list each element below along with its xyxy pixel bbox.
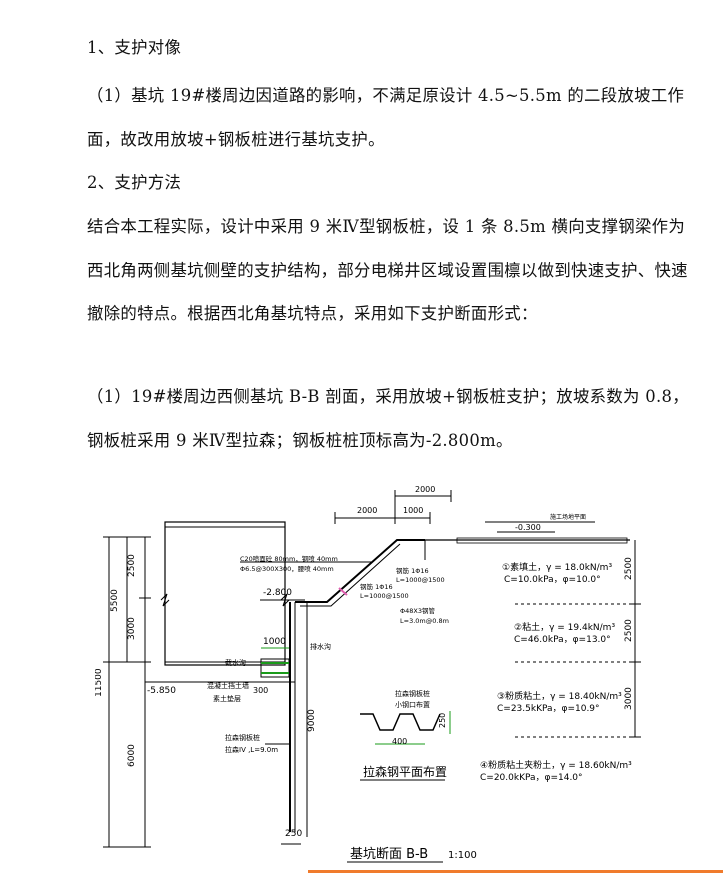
pipe-spacing: L=3.0m@0.8m [400, 617, 449, 625]
slope-line [295, 539, 425, 603]
slope-mesh-line [300, 543, 401, 607]
inset-dim-250: 250 [438, 713, 447, 728]
elev-minus-0300: -0.300 [515, 523, 541, 532]
inset-dim-400: 400 [392, 737, 407, 746]
figure-scale: 1:100 [448, 850, 477, 861]
right-dim-2500b: 2500 [624, 619, 634, 642]
inset-title-1: 拉森钢板桩 [395, 689, 430, 698]
right-dim-2500a: 2500 [624, 557, 634, 580]
pipe-label: Φ48X3钢管 [400, 606, 435, 615]
elev-minus-5850: -5.850 [147, 686, 176, 696]
break-symbol [160, 593, 170, 607]
drain-label: 排水沟 [310, 642, 331, 651]
building-outline [164, 521, 286, 666]
soil3-props: ③粉质粘土，γ = 18.40kN/m³ [497, 690, 622, 702]
drain-pipe-note: 截水沟 [225, 658, 246, 667]
dim-1000-ditch: 1000 [263, 637, 286, 647]
dim-2000-slope: 2000 [357, 506, 377, 515]
section-drawing-svg: 2500 3000 6000 5500 11500 -5.850 混凝土挡土墙 … [94, 485, 641, 863]
paragraph-support-method: 结合本工程实际，设计中采用 9 米Ⅳ型钢板桩，设 1 条 8.5m 横向支撑钢梁… [87, 217, 688, 324]
soil4-strength: C=20.0kKPa，φ=14.0° [480, 773, 583, 783]
dim-2000-top: 2000 [415, 485, 435, 494]
heading-support-object: 1、支护对像 [87, 38, 182, 57]
wall-note: 混凝土挡土墙 [207, 681, 249, 690]
right-dim-3000: 3000 [624, 687, 634, 710]
soil4-props: ④粉质粘土夹粉土，γ = 18.60kN/m³ [480, 759, 632, 771]
left-dim-6000: 6000 [127, 744, 137, 767]
sheet-pile-label-b: 拉森IV ,L=9.0m [225, 745, 278, 754]
figure-caption: 基坑断面 B-B [350, 847, 428, 862]
inset-title-2: 小钢口布置 [395, 700, 430, 709]
heading-support-method: 2、支护方法 [87, 173, 182, 192]
dim-300: 300 [253, 686, 268, 695]
section-drawing: 2500 3000 6000 5500 11500 -5.850 混凝土挡土墙 … [94, 482, 695, 871]
soil2-strength: C=46.0kPa，φ=13.0° [514, 635, 611, 645]
sheet-pile-label: 拉森钢板桩 [225, 733, 260, 742]
bottom-accent-rule [308, 870, 723, 873]
nail1-label: 钢筋 1Φ16 [396, 566, 429, 575]
road-slab [456, 537, 628, 544]
dim-250-pile: 250 [285, 829, 302, 839]
soil2-props: ②粘土，γ = 19.4kN/m³ [514, 621, 615, 633]
mesh-note-1: C20喷面砼 80mm，钢喷 40mm [240, 554, 338, 563]
soil3-strength: C=23.5kKPa，φ=10.9° [497, 704, 600, 714]
left-dim-3000: 3000 [127, 617, 137, 640]
cushion-note: 素土垫层 [213, 694, 241, 703]
soil1-props: ①素填土，γ = 18.0kN/m³ [502, 561, 612, 573]
inset-sheet-profile [360, 713, 441, 731]
left-dim-5500: 5500 [110, 589, 120, 612]
dim-1000-top: 1000 [403, 506, 423, 515]
soil1-strength: C=10.0kPa，φ=10.0° [504, 575, 601, 585]
mesh-note-2: Φ6.5@300X300，腰喷 40mm [240, 564, 334, 573]
left-dim-11500: 11500 [95, 668, 104, 697]
nail1-spacing: L=1000@1500 [396, 576, 445, 584]
inset-caption: 拉森钢平面布置 [363, 764, 447, 779]
dim-9000: 9000 [307, 709, 317, 732]
nail2-spacing: L=1000@1500 [360, 592, 409, 600]
elev-minus-2800: -2.800 [263, 588, 292, 598]
ground-label: 施工场地平面 [550, 513, 586, 521]
paragraph-section-bb: （1）19#楼周边西侧基坑 B-B 剖面，采用放坡+钢板桩支护；放坡系数为 0.… [87, 387, 689, 450]
left-dim-2500: 2500 [127, 554, 137, 577]
paragraph-support-object: （1）基坑 19#楼周边因道路的影响，不满足原设计 4.5~5.5m 的二段放坡… [87, 86, 685, 149]
pink-marker [338, 587, 348, 596]
nail2-label: 钢筋 1Φ16 [360, 582, 393, 591]
